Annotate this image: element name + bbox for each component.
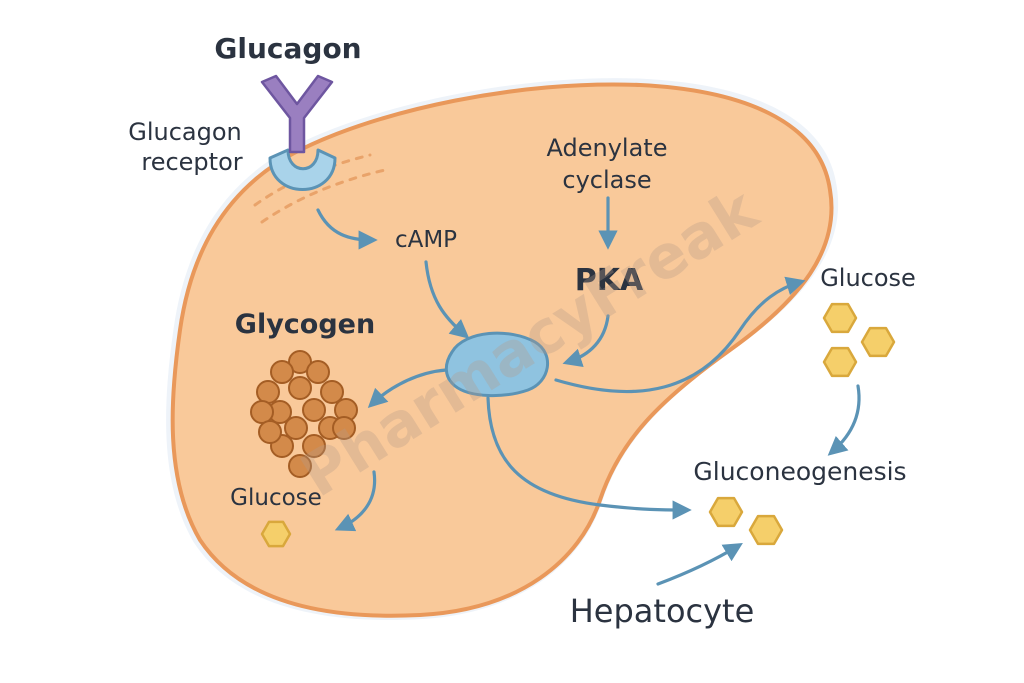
glucose-hexagon-icon	[708, 496, 744, 528]
glycogen-granule	[250, 400, 274, 424]
pathway-arrows	[316, 196, 861, 586]
arrow-receptor-to-camp	[316, 208, 378, 250]
arrow-glucose-to-gluconeogenesis	[827, 384, 861, 456]
arrow-organelle-to-glucose-out	[554, 276, 806, 394]
adenylate-label-line2: cyclase	[562, 166, 651, 194]
glucose-hexagon-icon	[822, 302, 858, 334]
glycogen-granule	[284, 416, 308, 440]
glucagon-receptor-icon	[268, 148, 337, 191]
glycogen-granule	[258, 420, 282, 444]
glycogen-granule	[302, 398, 326, 422]
glucagon-label: Glucagon	[214, 32, 361, 65]
camp-label: cAMP	[395, 227, 457, 253]
arrow-glycogen-to-glucose	[334, 470, 377, 532]
glycogen-granule	[306, 360, 330, 384]
glycogen-granule	[332, 416, 356, 440]
arrow-organelle-to-glycogen	[367, 368, 448, 408]
glycogen-granule	[288, 454, 312, 478]
receptor-label-line2: receptor	[141, 148, 242, 176]
glucose-hexagon-icon	[748, 514, 784, 546]
glycogen-granule	[320, 380, 344, 404]
arrow-hepatocyte-to-hexagons	[656, 543, 743, 586]
glucose-hexagon-icon	[822, 346, 858, 378]
pka-label: PKA	[575, 263, 644, 298]
central-organelle	[444, 331, 550, 398]
glycogen-label: Glycogen	[235, 309, 375, 340]
glycogen-granule	[270, 360, 294, 384]
glycogen-granule	[288, 376, 312, 400]
glycogen-cluster	[250, 350, 358, 478]
gluconeogenesis-label: Gluconeogenesis	[693, 457, 906, 486]
glucose-hexagon-icon	[260, 520, 292, 548]
arrow-organelle-to-gluconeogenesis	[486, 396, 692, 520]
receptor-label-line1: Glucagon	[128, 118, 242, 146]
arrow-pka-to-organelle	[562, 314, 610, 368]
glucose-hexagons	[260, 302, 896, 548]
glycogen-granule	[288, 350, 312, 374]
arrow-camp-to-organelle	[424, 260, 470, 339]
glycogen-granule	[302, 434, 326, 458]
glucose-outside-label: Glucose	[820, 264, 916, 292]
glucagon-ligand-icon	[260, 74, 334, 154]
glucose-inside-label: Glucose	[230, 485, 322, 511]
membrane-dots	[253, 153, 387, 224]
adenylate-label-line1: Adenylate	[547, 134, 668, 162]
hepatocyte-label: Hepatocyte	[570, 592, 755, 630]
glycogen-granule	[256, 380, 280, 404]
glucose-hexagon-icon	[860, 326, 896, 358]
